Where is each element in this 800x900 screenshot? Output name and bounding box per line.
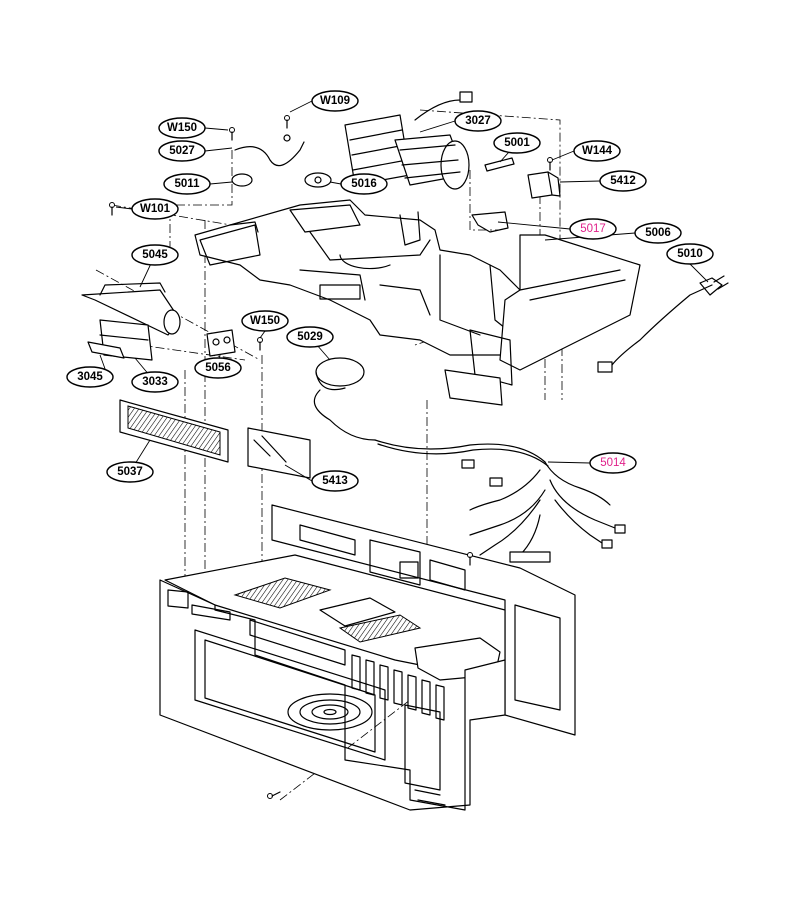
callout-5001-text: 5001 bbox=[504, 137, 530, 149]
microwave-cavity bbox=[159, 504, 576, 811]
callout-5045-text: 5045 bbox=[142, 249, 168, 261]
callout-3027-text: 3027 bbox=[465, 115, 491, 127]
callout-3033-text: 3033 bbox=[142, 376, 168, 388]
callout-5010: 5010 bbox=[666, 243, 714, 265]
callout-w109-text: W109 bbox=[320, 95, 350, 107]
callout-5056-text: 5056 bbox=[205, 362, 231, 374]
callout-5006-text: 5006 bbox=[645, 227, 671, 239]
callout-5017: 5017 bbox=[569, 218, 617, 240]
callout-5037: 5037 bbox=[106, 461, 154, 483]
grille-5037 bbox=[119, 399, 229, 463]
callout-3027: 3027 bbox=[454, 110, 502, 132]
callout-5413-text: 5413 bbox=[322, 475, 348, 487]
callouts: W109 W150 5027 3027 5001 W144 5011 5016 … bbox=[66, 90, 714, 492]
callout-w150-mid-text: W150 bbox=[250, 315, 280, 327]
fan-motor-3027 bbox=[344, 91, 473, 190]
callout-3045-text: 3045 bbox=[77, 371, 103, 383]
callout-w101-text: W101 bbox=[140, 203, 171, 215]
callout-5006: 5006 bbox=[634, 222, 682, 244]
power-cord-5010 bbox=[597, 275, 729, 373]
callout-3033: 3033 bbox=[131, 371, 179, 393]
part-5001 bbox=[484, 157, 515, 172]
glass-5413 bbox=[247, 427, 311, 479]
callout-w150-mid: W150 bbox=[241, 310, 289, 332]
part-5016 bbox=[304, 172, 332, 188]
callout-w109: W109 bbox=[311, 90, 359, 112]
part-5027-wire bbox=[234, 134, 305, 167]
callout-5011: 5011 bbox=[163, 173, 211, 195]
callout-5010-text: 5010 bbox=[677, 248, 703, 260]
callout-5413: 5413 bbox=[311, 470, 359, 492]
callout-5011-text: 5011 bbox=[175, 178, 201, 190]
callout-w144-text: W144 bbox=[582, 145, 613, 157]
part-5412 bbox=[527, 171, 561, 199]
callout-w101: W101 bbox=[131, 198, 179, 220]
part-5056 bbox=[206, 329, 236, 357]
part-5011 bbox=[231, 173, 253, 187]
wire-harness-5014 bbox=[374, 439, 626, 563]
callout-5016-text: 5016 bbox=[351, 178, 377, 190]
callout-5001: 5001 bbox=[493, 132, 541, 154]
callout-5045: 5045 bbox=[131, 244, 179, 266]
part-5017 bbox=[471, 211, 509, 233]
callout-5017-text: 5017 bbox=[580, 223, 606, 235]
callout-w150-top-text: W150 bbox=[167, 122, 197, 134]
callout-5014: 5014 bbox=[589, 452, 637, 474]
callout-5016: 5016 bbox=[340, 173, 388, 195]
callout-5029: 5029 bbox=[286, 326, 334, 348]
duct-assembly bbox=[194, 199, 531, 356]
screws bbox=[109, 115, 553, 799]
cover-5006 bbox=[444, 234, 641, 406]
callout-5027-text: 5027 bbox=[169, 145, 195, 157]
callout-5027: 5027 bbox=[158, 140, 206, 162]
part-3045 bbox=[87, 341, 125, 359]
callout-w144: W144 bbox=[573, 140, 621, 162]
callout-5029-text: 5029 bbox=[297, 331, 323, 343]
callout-5412-text: 5412 bbox=[610, 175, 636, 187]
callout-5014-text: 5014 bbox=[600, 457, 626, 469]
damper-5045 bbox=[81, 282, 181, 336]
callout-5037-text: 5037 bbox=[117, 466, 143, 478]
part-5029 bbox=[313, 357, 376, 441]
callout-5056: 5056 bbox=[194, 357, 242, 379]
callout-w150-top: W150 bbox=[158, 117, 206, 139]
callout-5412: 5412 bbox=[599, 170, 647, 192]
callout-3045: 3045 bbox=[66, 366, 114, 388]
